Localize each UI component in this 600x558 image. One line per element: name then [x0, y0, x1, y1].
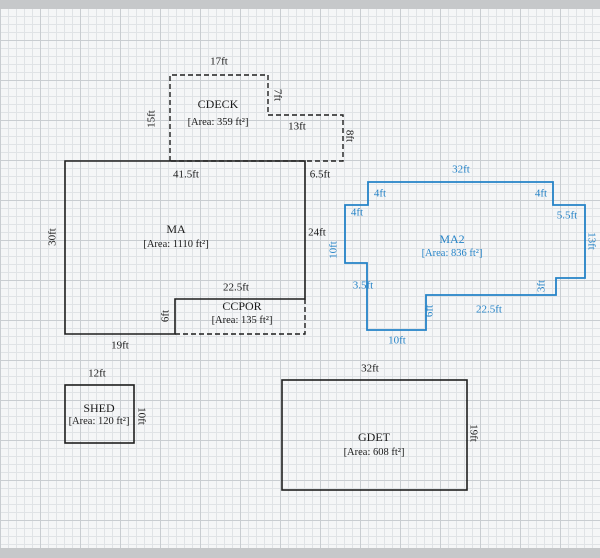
ma2-dim-left-label: 10ft [327, 241, 340, 259]
ma-dim-bottom-label: 19ft [111, 339, 129, 352]
ma2-dim-left-step-v-label: 4ft [373, 187, 387, 200]
ma2-dim-right-label: 13ft [585, 232, 598, 250]
cdeck-label: CDECK [197, 97, 239, 111]
ma-dim-top-label: 41.5ft [173, 168, 199, 181]
ccpor-dim-left-label: 6ft [159, 309, 172, 323]
cdeck-dim-right-label: 8ft [343, 129, 356, 143]
ma2-dim-right-step-h-label: 5.5ft [556, 209, 578, 222]
shed-label: SHED [83, 401, 115, 415]
cdeck-dim-left-label: 15ft [145, 110, 158, 128]
gdet-label: GDET [358, 430, 390, 444]
gdet-dim-right-label: 19ft [467, 424, 480, 442]
canvas-top-edge [0, 0, 600, 9]
ccpor-label: CCPOR [222, 299, 262, 313]
ma2-outline[interactable] [344, 181, 586, 331]
ma-dim-right-label: 24ft [308, 226, 326, 239]
ma2-dim-bottom-right-label: 3ft [535, 279, 548, 293]
gdet-area-label: [Area: 608 ft²] [343, 446, 405, 458]
ma2-dim-top-label: 32ft [452, 163, 470, 176]
cdeck-dim-top-label: 17ft [210, 55, 228, 68]
ccpor-area-label: [Area: 135 ft²] [211, 314, 273, 326]
cdeck-outline[interactable] [169, 74, 344, 162]
shed-dim-top-label: 12ft [88, 367, 106, 380]
ma-outline[interactable] [64, 160, 306, 335]
shed-area-label: [Area: 120 ft²] [68, 415, 130, 427]
ma2-area-label: [Area: 836 ft²] [421, 247, 483, 259]
ma-label: MA [166, 222, 186, 236]
ma2-dim-bottom-inner-label: 22.5ft [476, 303, 502, 316]
cdeck-area-label: [Area: 359 ft²] [187, 116, 249, 128]
cdeck-dim-step-right-label: 7ft [271, 88, 284, 102]
ma2-dim-right-step-v-label: 4ft [534, 187, 548, 200]
ma-area-label: [Area: 1110 ft²] [143, 238, 209, 250]
ma-dim-top-ext-label: 6.5ft [309, 168, 331, 181]
shed-dim-right-label: 10ft [135, 407, 148, 425]
ma2-dim-bottom-label: 10ft [388, 334, 406, 347]
ma2-dim-notch-left-label: 6ft [423, 304, 436, 318]
ma2-label: MA2 [439, 232, 465, 246]
cdeck-dim-step-top-label: 13ft [288, 120, 306, 133]
gdet-outline[interactable] [281, 379, 468, 491]
ma2-dim-left-step-h-label: 4ft [350, 206, 364, 219]
ma2-dim-left-lower-label: 3.5ft [352, 279, 374, 292]
ccpor-dim-top-label: 22.5ft [223, 281, 249, 294]
ccpor-outline[interactable] [175, 299, 306, 335]
canvas-bottom-edge [0, 548, 600, 558]
shed-outline[interactable] [64, 384, 135, 444]
ma-dim-left-label: 30ft [46, 228, 59, 246]
gdet-dim-top-label: 32ft [361, 362, 379, 375]
